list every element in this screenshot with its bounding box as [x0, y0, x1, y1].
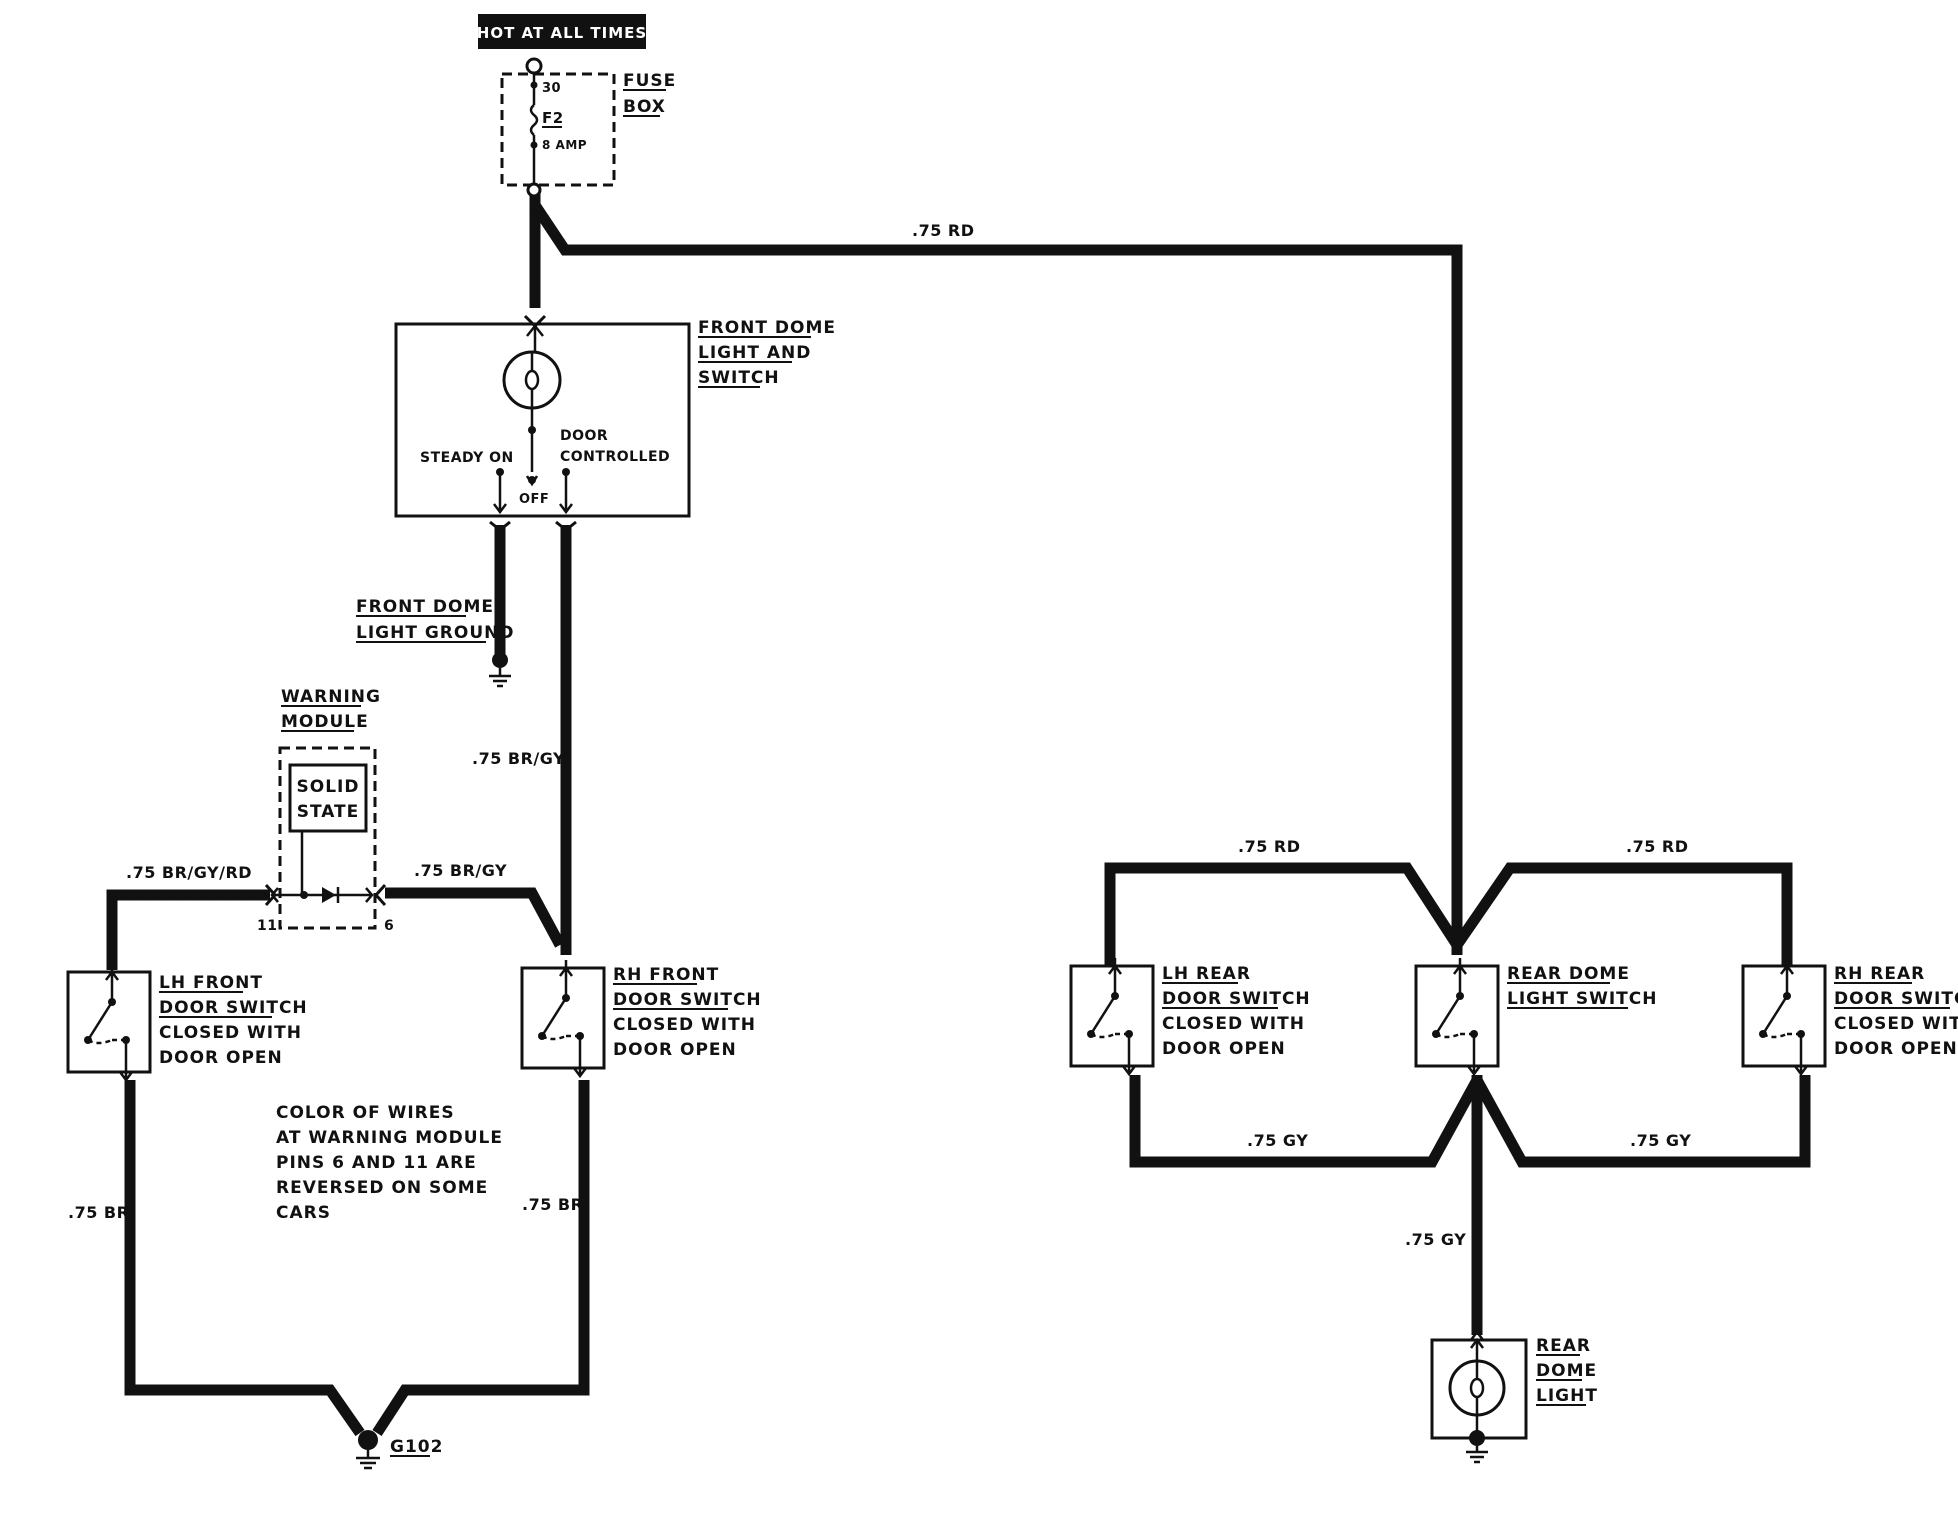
- rear-dome-light: REAR DOME LIGHT: [1430, 1329, 1598, 1464]
- rear-dome-switch-labels: REAR DOME LIGHT SWITCH: [1507, 964, 1657, 1009]
- wire-module-lh-switch: [106, 889, 270, 970]
- svg-text:REAR DOME: REAR DOME: [1507, 964, 1630, 984]
- svg-text:MODULE: MODULE: [281, 712, 369, 732]
- front-dome-ground: FRONT DOME LIGHT GROUND: [356, 597, 515, 688]
- wire-rear-rh-bottom: [1472, 1075, 1811, 1168]
- svg-text:DOOR SWITCH: DOOR SWITCH: [1162, 989, 1311, 1009]
- lh-front-switch-labels: LH FRONT DOOR SWITCH CLOSED WITH DOOR OP…: [159, 973, 308, 1068]
- wire-label-module-rh: .75 BR/GY: [414, 861, 507, 880]
- svg-text:DOOR: DOOR: [560, 428, 608, 444]
- svg-text:RH FRONT: RH FRONT: [613, 965, 719, 985]
- front-dome-light-switch: STEADY ON OFF DOOR CONTROLLED FRONT DOME…: [394, 314, 836, 532]
- diode-icon: [322, 887, 336, 903]
- svg-text:8 AMP: 8 AMP: [542, 138, 587, 152]
- svg-text:CLOSED WITH: CLOSED WITH: [613, 1015, 756, 1035]
- svg-text:G102: G102: [390, 1437, 443, 1457]
- svg-text:DOOR OPEN: DOOR OPEN: [159, 1048, 283, 1068]
- svg-text:BOX: BOX: [623, 97, 666, 117]
- wire-label-rear-rh-bottom: .75 GY: [1630, 1131, 1691, 1150]
- rh-rear-door-switch: [1741, 958, 1827, 1077]
- svg-text:LIGHT AND: LIGHT AND: [698, 343, 811, 363]
- wire-color-note: COLOR OF WIRES AT WARNING MODULE PINS 6 …: [276, 1103, 503, 1223]
- svg-text:F2: F2: [542, 109, 564, 127]
- wire-label-lh-g102: .75 BR: [68, 1203, 129, 1222]
- rh-rear-switch-labels: RH REAR DOOR SWITCH CLOSED WITH DOOR OPE…: [1834, 964, 1958, 1059]
- wire-label-module-lh: .75 BR/GY/RD: [126, 863, 252, 882]
- svg-text:DOOR SWITCH: DOOR SWITCH: [159, 998, 308, 1018]
- svg-text:STEADY ON: STEADY ON: [420, 450, 514, 466]
- wire-label-rear-dome: .75 GY: [1405, 1230, 1466, 1249]
- svg-text:DOOR OPEN: DOOR OPEN: [613, 1040, 737, 1060]
- rh-front-switch-labels: RH FRONT DOOR SWITCH CLOSED WITH DOOR OP…: [613, 965, 762, 1060]
- svg-text:HOT AT ALL TIMES: HOT AT ALL TIMES: [477, 24, 647, 42]
- svg-text:DOOR SWITCH: DOOR SWITCH: [1834, 989, 1958, 1009]
- lh-rear-switch-labels: LH REAR DOOR SWITCH CLOSED WITH DOOR OPE…: [1162, 964, 1311, 1059]
- wire-label-rear-rh-top: .75 RD: [1626, 837, 1689, 856]
- svg-text:CLOSED WITH: CLOSED WITH: [159, 1023, 302, 1043]
- svg-text:11: 11: [257, 918, 277, 934]
- svg-text:RH REAR: RH REAR: [1834, 964, 1925, 984]
- svg-text:LH REAR: LH REAR: [1162, 964, 1251, 984]
- ground-g102: G102: [356, 1430, 443, 1470]
- svg-text:CARS: CARS: [276, 1203, 331, 1223]
- svg-text:REAR: REAR: [1536, 1336, 1591, 1356]
- svg-text:PINS 6 AND 11 ARE: PINS 6 AND 11 ARE: [276, 1153, 477, 1173]
- ground-icon: [489, 668, 511, 688]
- hot-at-all-times-label: HOT AT ALL TIMES: [477, 14, 647, 49]
- ground-icon: [1466, 1446, 1488, 1464]
- wire-label-rh-g102: .75 BR: [522, 1195, 583, 1214]
- ground-icon: [356, 1450, 380, 1470]
- svg-text:AT WARNING MODULE: AT WARNING MODULE: [276, 1128, 503, 1148]
- wire-label-rear-lh-top: .75 RD: [1238, 837, 1301, 856]
- wire-rh-switch-g102: [372, 1080, 590, 1437]
- svg-text:LIGHT SWITCH: LIGHT SWITCH: [1507, 989, 1657, 1009]
- wire-rear-lh-bottom: [1129, 1075, 1482, 1168]
- svg-text:DOOR OPEN: DOOR OPEN: [1834, 1039, 1958, 1059]
- svg-text:6: 6: [384, 918, 394, 934]
- wire-label-front-dome-rh: .75 BR/GY: [472, 749, 565, 768]
- fuse-box: 30 F2 8 AMP FUSE BOX: [500, 57, 676, 198]
- rear-dome-light-switch: [1414, 958, 1500, 1077]
- warning-module: WARNING MODULE SOLID STATE 11 6: [257, 687, 394, 934]
- svg-text:LIGHT: LIGHT: [1536, 1386, 1598, 1406]
- wire-labels: .75 RD .75 BR/GY .75 BR/GY/RD .75 BR/GY …: [68, 221, 1691, 1249]
- wire-rear-lh-top: [1104, 862, 1462, 965]
- lh-front-door-switch: [66, 964, 152, 1083]
- svg-text:FRONT DOME: FRONT DOME: [356, 597, 494, 617]
- svg-text:FUSE: FUSE: [623, 71, 676, 91]
- wire-module-rh-switch: [385, 887, 565, 948]
- rh-front-door-switch: [520, 960, 606, 1079]
- svg-text:FRONT DOME: FRONT DOME: [698, 318, 836, 338]
- svg-text:LIGHT GROUND: LIGHT GROUND: [356, 623, 515, 643]
- svg-text:CONTROLLED: CONTROLLED: [560, 449, 670, 465]
- svg-text:30: 30: [542, 81, 561, 96]
- svg-text:OFF: OFF: [519, 492, 549, 507]
- wire-lh-switch-g102: [124, 1080, 365, 1437]
- lh-rear-door-switch: [1069, 958, 1155, 1077]
- wire-label-fuse-rear: .75 RD: [912, 221, 975, 240]
- svg-text:COLOR OF WIRES: COLOR OF WIRES: [276, 1103, 455, 1123]
- wire-rear-rh-top: [1452, 862, 1793, 965]
- svg-text:CLOSED WITH: CLOSED WITH: [1162, 1014, 1305, 1034]
- svg-text:DOOR OPEN: DOOR OPEN: [1162, 1039, 1286, 1059]
- svg-text:SOLID: SOLID: [297, 777, 360, 797]
- svg-text:CLOSED WITH: CLOSED WITH: [1834, 1014, 1958, 1034]
- svg-text:SWITCH: SWITCH: [698, 368, 780, 388]
- svg-text:STATE: STATE: [297, 802, 360, 822]
- svg-text:LH FRONT: LH FRONT: [159, 973, 263, 993]
- wire-fuse-rear-dome-switch: [530, 201, 1463, 955]
- svg-text:DOOR SWITCH: DOOR SWITCH: [613, 990, 762, 1010]
- svg-text:DOME: DOME: [1536, 1361, 1597, 1381]
- wires: [106, 192, 1811, 1437]
- svg-text:REVERSED ON SOME: REVERSED ON SOME: [276, 1178, 488, 1198]
- svg-text:WARNING: WARNING: [281, 687, 381, 707]
- wire-label-rear-lh-bottom: .75 GY: [1247, 1131, 1308, 1150]
